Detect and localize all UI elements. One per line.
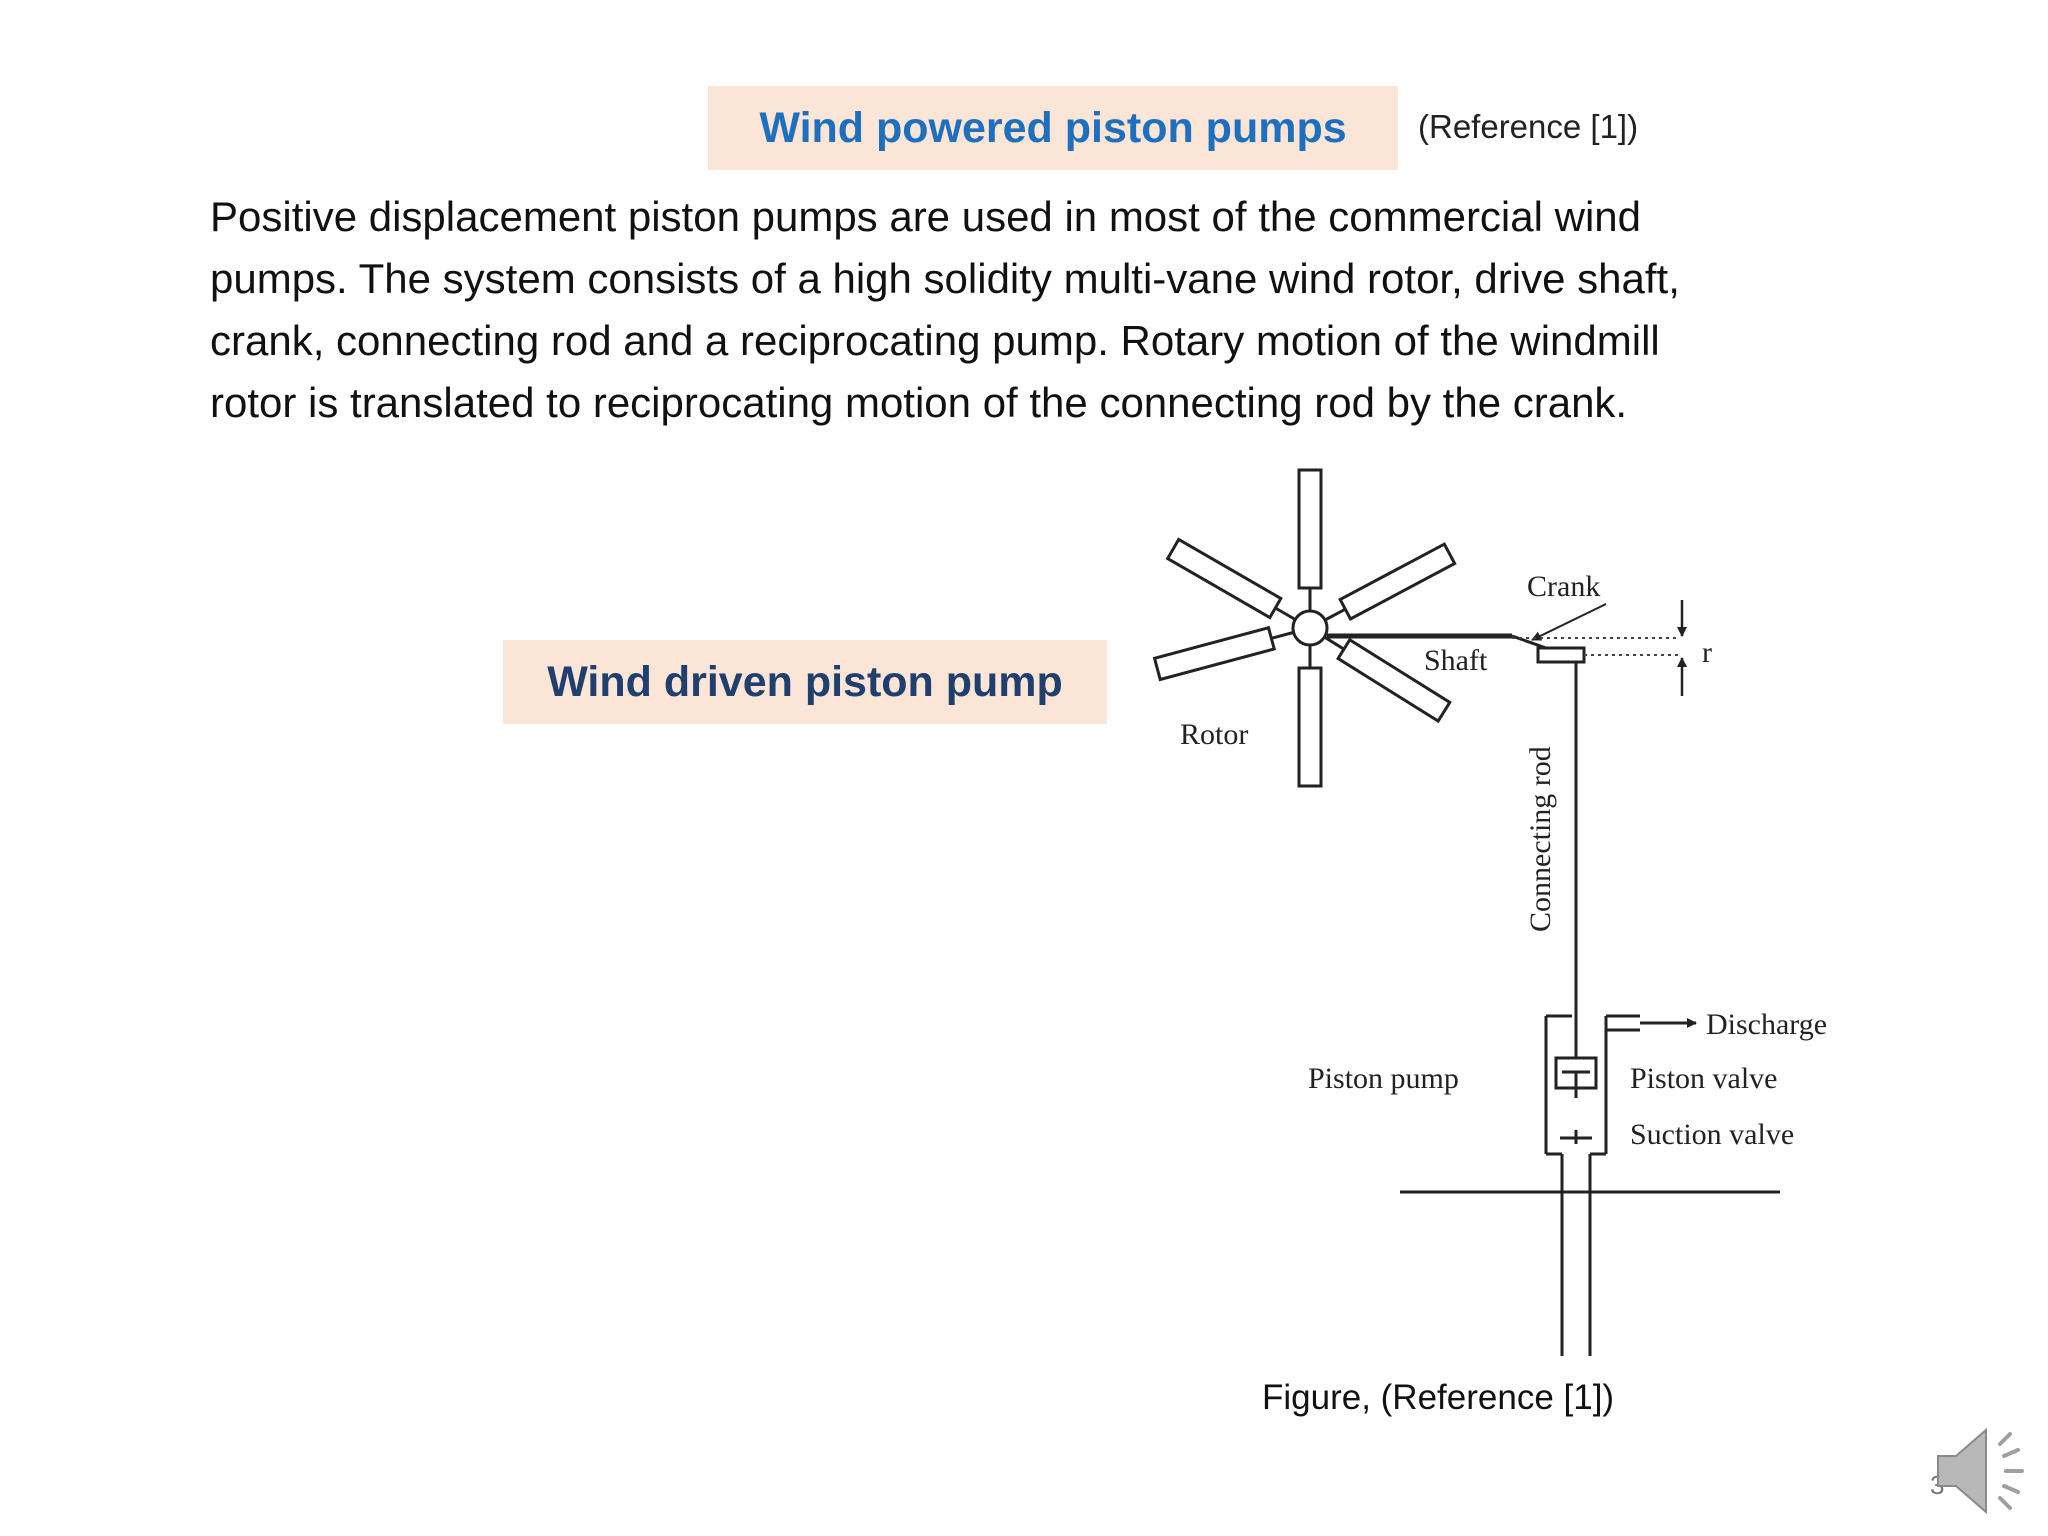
label-piston-pump: Piston pump [1308, 1062, 1459, 1095]
label-r: r [1702, 636, 1712, 669]
rotor-blade [1152, 625, 1311, 682]
rotor-blade [1309, 626, 1452, 724]
paragraph-line: crank, connecting rod and a reciprocatin… [210, 317, 1660, 364]
subtitle-box: Wind driven piston pump [503, 640, 1107, 724]
rotor-blade [1297, 628, 1323, 788]
piston-pump [1544, 1014, 1697, 1356]
crank-pointer [1531, 603, 1607, 641]
speaker-icon[interactable] [1930, 1416, 2040, 1531]
slide-title: Wind powered piston pumps [759, 103, 1347, 152]
label-crank: Crank [1527, 570, 1600, 603]
title-reference: (Reference [1]) [1418, 108, 1639, 145]
label-suction-valve: Suction valve [1630, 1118, 1794, 1151]
paragraph-line: rotor is translated to reciprocating mot… [210, 379, 1628, 426]
rotor [1152, 468, 1457, 788]
figure-caption: Figure, (Reference [1]) [1262, 1378, 1615, 1417]
label-connecting-rod: Connecting rod [1524, 746, 1557, 932]
crank-link [1511, 634, 1547, 650]
rotor-blade [1297, 468, 1323, 628]
diagram-subtitle: Wind driven piston pump [547, 657, 1063, 706]
rotor-hub [1291, 609, 1329, 647]
title-box: Wind powered piston pumps [708, 86, 1398, 170]
label-rotor: Rotor [1180, 718, 1248, 751]
body-paragraph: Positive displacement piston pumps are u… [210, 186, 1930, 434]
label-piston-valve: Piston valve [1630, 1062, 1778, 1095]
crank [1536, 646, 1586, 664]
paragraph-line: pumps. The system consists of a high sol… [210, 255, 1680, 302]
label-shaft: Shaft [1424, 644, 1488, 677]
paragraph-line: Positive displacement piston pumps are u… [210, 193, 1641, 240]
label-discharge: Discharge [1706, 1008, 1827, 1041]
